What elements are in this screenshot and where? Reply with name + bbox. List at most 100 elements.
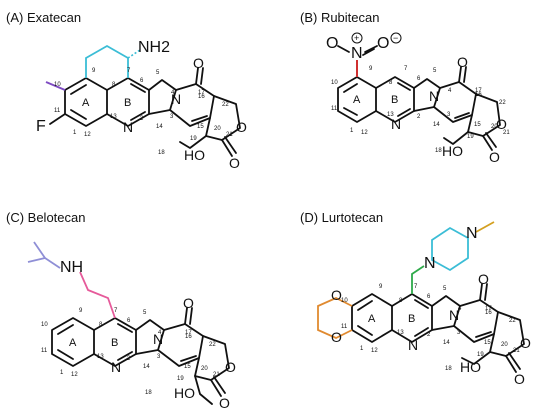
atom-number-16: 16	[485, 310, 492, 316]
panel-b-title: (B) Rubitecan	[300, 10, 379, 25]
belotecan-c21-o: O	[219, 395, 230, 411]
exatecan-skeleton	[64, 67, 241, 157]
exatecan-n1-label: N	[123, 119, 133, 135]
rubitecan-carbonyl-o: O	[457, 54, 468, 70]
atom-number-11: 11	[54, 108, 61, 114]
lurtotecan-ring-b: B	[408, 313, 415, 325]
atom-number-1: 1	[350, 128, 354, 134]
atom-number-9: 9	[79, 308, 83, 314]
atom-number-4: 4	[158, 330, 162, 336]
atom-number-5: 5	[156, 70, 160, 76]
atom-number-7: 7	[114, 308, 118, 314]
lurtotecan-dioxane-ring	[317, 297, 353, 339]
exatecan-carbonyl-o: O	[193, 55, 204, 71]
lurtotecan-hydroxyl: HO	[460, 359, 481, 375]
lurtotecan-linker	[411, 265, 425, 294]
atom-number-10: 10	[41, 322, 48, 328]
rubitecan-hydroxyl: HO	[442, 143, 463, 159]
atom-number-2: 2	[427, 332, 431, 338]
rubitecan-minus-charge-icon	[390, 32, 402, 44]
atom-number-7: 7	[127, 68, 131, 74]
lurtotecan-c21-o: O	[514, 371, 525, 387]
atom-number-15: 15	[484, 340, 491, 346]
atom-number-1: 1	[60, 370, 64, 376]
atom-number-11: 11	[341, 324, 348, 330]
belotecan-ethylamine-chain	[79, 271, 116, 319]
exatecan-hydroxyl: HO	[184, 147, 205, 163]
exatecan-ring-b: B	[124, 97, 131, 109]
rubitecan-plus-sign: +	[354, 33, 359, 43]
atom-number-14: 14	[143, 364, 150, 370]
atom-number-4: 4	[448, 88, 452, 94]
atom-number-13: 13	[110, 114, 117, 120]
belotecan-lactone-o: O	[225, 359, 236, 375]
atom-number-12: 12	[371, 348, 378, 354]
atom-number-16: 16	[475, 92, 482, 98]
atom-number-3: 3	[457, 330, 461, 336]
lurtotecan-ring-a: A	[368, 313, 376, 325]
exatecan-fluoro-label: F	[36, 118, 46, 135]
atom-number-1: 1	[360, 346, 364, 352]
atom-number-6: 6	[427, 294, 431, 300]
lurtotecan-dioxane-o2: O	[331, 329, 342, 345]
belotecan-ring-a: A	[69, 337, 77, 349]
rubitecan-n1: N	[391, 116, 401, 132]
atom-number-22: 22	[499, 100, 506, 106]
atom-number-1: 1	[73, 130, 77, 136]
atom-number-8: 8	[399, 298, 403, 304]
panel-exatecan: (A) Exatecan	[6, 10, 247, 171]
exatecan-lactone-o: O	[236, 119, 247, 135]
atom-number-12: 12	[84, 132, 91, 138]
rubitecan-nitro-o-double: O	[326, 35, 338, 52]
atom-number-3: 3	[157, 354, 161, 360]
atom-number-14: 14	[433, 122, 440, 128]
lurtotecan-n4: N	[449, 307, 459, 323]
atom-number-17: 17	[198, 90, 205, 96]
exatecan-n4-label: N	[171, 91, 181, 107]
atom-number-18: 18	[445, 366, 452, 372]
rubitecan-nitro-n: N	[351, 45, 363, 62]
atom-number-12: 12	[71, 372, 78, 378]
atom-number-8: 8	[99, 322, 103, 328]
atom-number-18: 18	[158, 150, 165, 156]
belotecan-ring-b: B	[111, 337, 118, 349]
exatecan-amine-hash	[127, 49, 141, 59]
atom-number-20: 20	[214, 126, 221, 132]
rubitecan-lactone-o: O	[496, 116, 507, 132]
lurtotecan-piperazine-n1: N	[424, 255, 436, 272]
exatecan-methyl-bond	[45, 81, 66, 91]
atom-number-18: 18	[145, 390, 152, 396]
atom-number-17: 17	[475, 88, 482, 94]
rubitecan-c21-o: O	[489, 149, 500, 165]
atom-number-20: 20	[501, 342, 508, 348]
atom-number-19: 19	[177, 376, 184, 382]
belotecan-isopropyl	[27, 241, 61, 269]
exatecan-fluoro-bond	[49, 113, 66, 125]
atom-number-6: 6	[140, 78, 144, 84]
panel-belotecan: (C) Belotecan NH N N O O O HO A B	[6, 210, 236, 411]
atom-number-22: 22	[222, 102, 229, 108]
atom-number-7: 7	[414, 284, 418, 290]
panel-a-title: (A) Exatecan	[6, 10, 81, 25]
rubitecan-nitro-o-single: O	[377, 35, 389, 52]
atom-number-6: 6	[127, 318, 131, 324]
atom-number-5: 5	[143, 310, 147, 316]
atom-number-9: 9	[92, 68, 96, 74]
exatecan-cyclohexyl-ring	[85, 44, 129, 78]
panel-c-title: (C) Belotecan	[6, 210, 85, 225]
atom-number-15: 15	[474, 122, 481, 128]
atom-number-22: 22	[509, 318, 516, 324]
atom-number-13: 13	[387, 112, 394, 118]
atom-number-22: 22	[209, 342, 216, 348]
atom-number-14: 14	[156, 124, 163, 130]
atom-number-2: 2	[127, 356, 131, 362]
rubitecan-ring-a: A	[353, 94, 361, 106]
belotecan-n4: N	[153, 331, 163, 347]
lurtotecan-methyl-bond	[475, 221, 495, 233]
panel-lurtotecan: (D) Lurtotecan N N O O N N O O O HO A B	[300, 210, 531, 387]
atom-number-5: 5	[433, 68, 437, 74]
rubitecan-nitro-bonds	[337, 45, 378, 56]
panel-d-title: (D) Lurtotecan	[300, 210, 383, 225]
rubitecan-minus-sign: −	[393, 33, 398, 43]
